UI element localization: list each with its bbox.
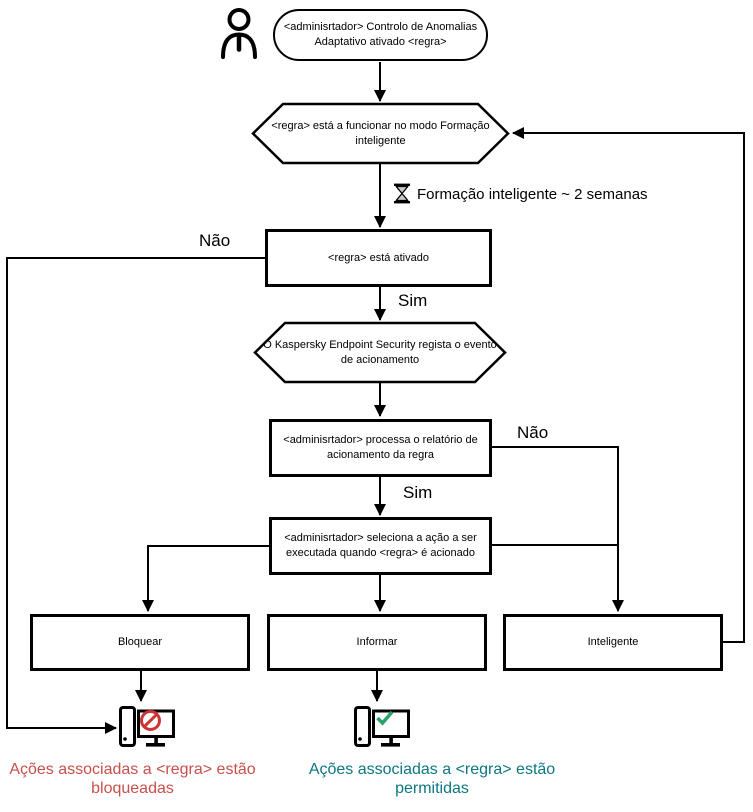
node-rule-enabled: <regra> está ativado bbox=[265, 229, 492, 287]
computer-allowed-icon bbox=[354, 706, 410, 747]
node-action-block-label: Bloquear bbox=[117, 636, 163, 648]
node-action-block: Bloquear bbox=[30, 614, 250, 671]
computer-blocked-icon bbox=[119, 706, 175, 747]
edge-label-yes-1: Sim bbox=[396, 291, 430, 310]
node-training-mode-label: <regra> está a funcionar no modo Formaçã… bbox=[271, 119, 490, 147]
hourglass-icon bbox=[394, 183, 410, 204]
node-action-inform: Informar bbox=[267, 614, 487, 671]
person-icon bbox=[221, 8, 257, 59]
node-action-smart: Inteligente bbox=[503, 614, 723, 671]
node-select-action: <adminisrtador> seleciona a ação a ser e… bbox=[269, 517, 492, 575]
node-select-action-label: <adminisrtador> seleciona a ação a ser e… bbox=[284, 532, 477, 559]
decision-hexagon-event bbox=[253, 321, 507, 384]
node-action-inform-label: Informar bbox=[356, 636, 398, 648]
node-process-report: <adminisrtador> processa o relatório de … bbox=[269, 419, 492, 477]
node-action-smart-label: Inteligente bbox=[587, 636, 639, 648]
node-process-report-label: <adminisrtador> processa o relatório de … bbox=[283, 434, 478, 461]
edge-label-yes-2: Sim bbox=[401, 483, 435, 502]
node-training-mode: <regra> está a funcionar no modo Formaçã… bbox=[268, 104, 493, 163]
training-duration-label: Formação inteligente ~ 2 semanas bbox=[417, 186, 648, 203]
edge-label-no-1: Não bbox=[197, 231, 233, 250]
node-event-log-label: O Kaspersky Endpoint Security regista o … bbox=[263, 338, 497, 366]
outcome-allowed-caption: Ações associadas a <regra> estão permiti… bbox=[308, 761, 556, 797]
node-event-log: O Kaspersky Endpoint Security regista o … bbox=[257, 323, 503, 382]
node-start-label: <adminisrtador> Controlo de Anomalias Ad… bbox=[283, 21, 478, 48]
node-start: <adminisrtador> Controlo de Anomalias Ad… bbox=[273, 9, 488, 61]
prohibition-icon bbox=[140, 710, 161, 731]
check-icon bbox=[376, 710, 394, 726]
decision-hexagon-training bbox=[251, 102, 510, 165]
node-rule-enabled-label: <regra> está ativado bbox=[328, 251, 429, 264]
outcome-blocked-caption: Ações associadas a <regra> estão bloquea… bbox=[9, 761, 256, 797]
edge-label-no-2: Não bbox=[515, 423, 551, 442]
